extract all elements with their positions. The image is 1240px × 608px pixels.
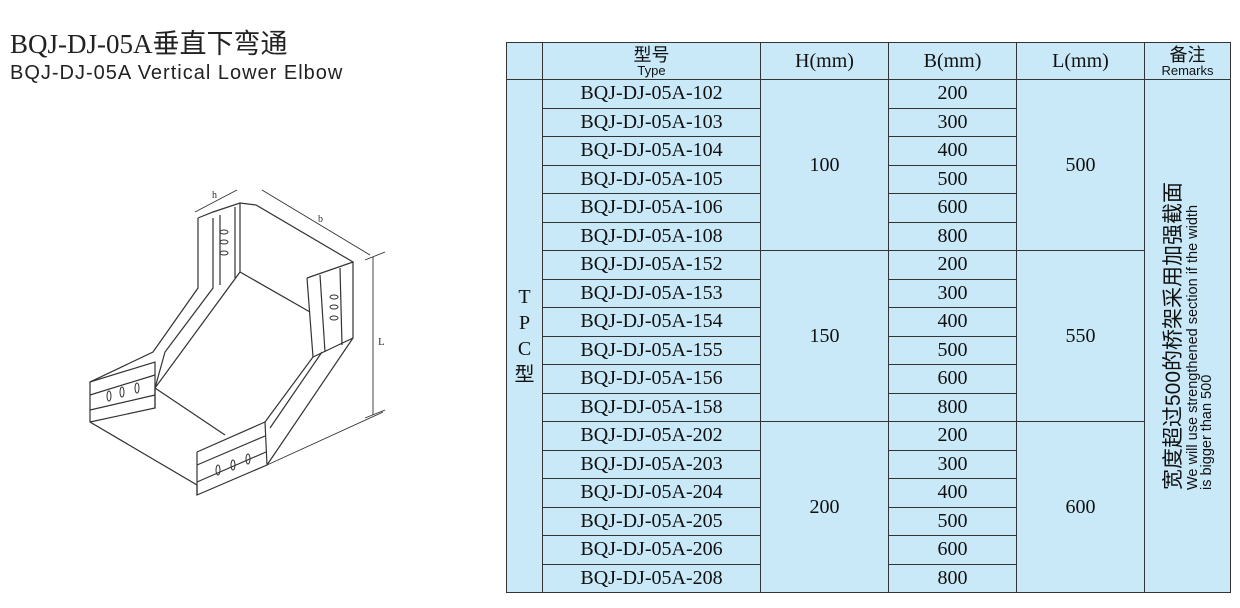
table-row: BQJ-DJ-05A-153 300	[507, 278, 1231, 308]
title-chinese: BQJ-DJ-05A垂直下弯通	[10, 29, 288, 59]
h-cell: 100	[760, 79, 889, 251]
b-cell: 800	[888, 221, 1017, 251]
series-char: P	[518, 312, 531, 334]
table-row: BQJ-DJ-05A-105 500	[507, 164, 1231, 194]
b-cell: 300	[888, 278, 1017, 308]
remarks-english-line1: We will use strengthened section if the …	[1184, 204, 1201, 491]
table-row: BQJ-DJ-05A-155 500	[507, 335, 1231, 365]
type-cell: BQJ-DJ-05A-108	[542, 221, 761, 251]
table-row: BQJ-DJ-05A-156 600	[507, 364, 1231, 394]
type-cell: BQJ-DJ-05A-156	[542, 364, 761, 394]
type-cell: BQJ-DJ-05A-104	[542, 136, 761, 166]
type-cell: BQJ-DJ-05A-105	[542, 164, 761, 194]
series-char: 型	[514, 364, 535, 386]
remarks-english-line2: is bigger than 500	[1198, 374, 1215, 491]
header-series	[506, 42, 543, 80]
header-remarks-en: Remarks	[1161, 63, 1214, 78]
header-type-en: Type	[637, 63, 666, 78]
dimension-label-b: b	[318, 214, 323, 225]
l-cell: 600	[1016, 421, 1145, 593]
b-cell: 400	[888, 136, 1017, 166]
vertical-lower-elbow-drawing: L b h	[89, 189, 386, 496]
header-type-cn: 型号	[633, 45, 670, 65]
type-cell: BQJ-DJ-05A-102	[542, 79, 761, 109]
type-cell: BQJ-DJ-05A-155	[542, 335, 761, 365]
type-cell: BQJ-DJ-05A-204	[542, 478, 761, 508]
table-row: BQJ-DJ-05A-158 800	[507, 392, 1231, 422]
table-row: BQJ-DJ-05A-205 500	[507, 506, 1231, 536]
title-english: BQJ-DJ-05A Vertical Lower Elbow	[10, 62, 344, 84]
header-b: B(mm)	[888, 42, 1017, 80]
type-cell: BQJ-DJ-05A-203	[542, 449, 761, 479]
b-cell: 600	[888, 193, 1017, 223]
b-cell: 200	[888, 250, 1017, 280]
table-row: BQJ-DJ-05A-206 600	[507, 535, 1231, 565]
type-cell: BQJ-DJ-05A-208	[542, 563, 761, 593]
type-cell: BQJ-DJ-05A-158	[542, 392, 761, 422]
l-cell: 500	[1016, 79, 1145, 251]
dimension-label-h: h	[212, 190, 217, 201]
b-cell: 200	[888, 79, 1017, 109]
b-cell: 800	[888, 563, 1017, 593]
type-cell: BQJ-DJ-05A-103	[542, 107, 761, 137]
series-char: T	[518, 286, 531, 308]
l-cell: 550	[1016, 250, 1145, 422]
b-cell: 300	[888, 449, 1017, 479]
h-cell: 150	[760, 250, 889, 422]
type-cell: BQJ-DJ-05A-153	[542, 278, 761, 308]
table-row: BQJ-DJ-05A-204 400	[507, 478, 1231, 508]
type-cell: BQJ-DJ-05A-205	[542, 506, 761, 536]
b-cell: 300	[888, 107, 1017, 137]
table-row: BQJ-DJ-05A-154 400	[507, 307, 1231, 337]
b-cell: 200	[888, 421, 1017, 451]
type-cell: BQJ-DJ-05A-206	[542, 535, 761, 565]
b-cell: 600	[888, 535, 1017, 565]
b-cell: 500	[888, 164, 1017, 194]
b-cell: 800	[888, 392, 1017, 422]
b-cell: 400	[888, 478, 1017, 508]
table-row: BQJ-DJ-05A-106 600	[507, 193, 1231, 223]
type-cell: BQJ-DJ-05A-154	[542, 307, 761, 337]
b-cell: 400	[888, 307, 1017, 337]
b-cell: 500	[888, 335, 1017, 365]
type-cell: BQJ-DJ-05A-106	[542, 193, 761, 223]
type-cell: BQJ-DJ-05A-152	[542, 250, 761, 280]
b-cell: 600	[888, 364, 1017, 394]
table-row: BQJ-DJ-05A-208 800	[507, 563, 1231, 593]
dimension-label-L: L	[378, 336, 385, 348]
table-row: BQJ-DJ-05A-103 300	[507, 107, 1231, 137]
h-cell: 200	[760, 421, 889, 593]
header-l: L(mm)	[1016, 42, 1145, 80]
series-char: C	[517, 338, 532, 360]
header-h: H(mm)	[760, 42, 889, 80]
table-row: BQJ-DJ-05A-104 400	[507, 136, 1231, 166]
type-cell: BQJ-DJ-05A-202	[542, 421, 761, 451]
header-remarks-cn: 备注	[1169, 45, 1206, 65]
b-cell: 500	[888, 506, 1017, 536]
remarks-chinese: 宽度超过500的桥架采用加强截面	[1161, 181, 1185, 491]
